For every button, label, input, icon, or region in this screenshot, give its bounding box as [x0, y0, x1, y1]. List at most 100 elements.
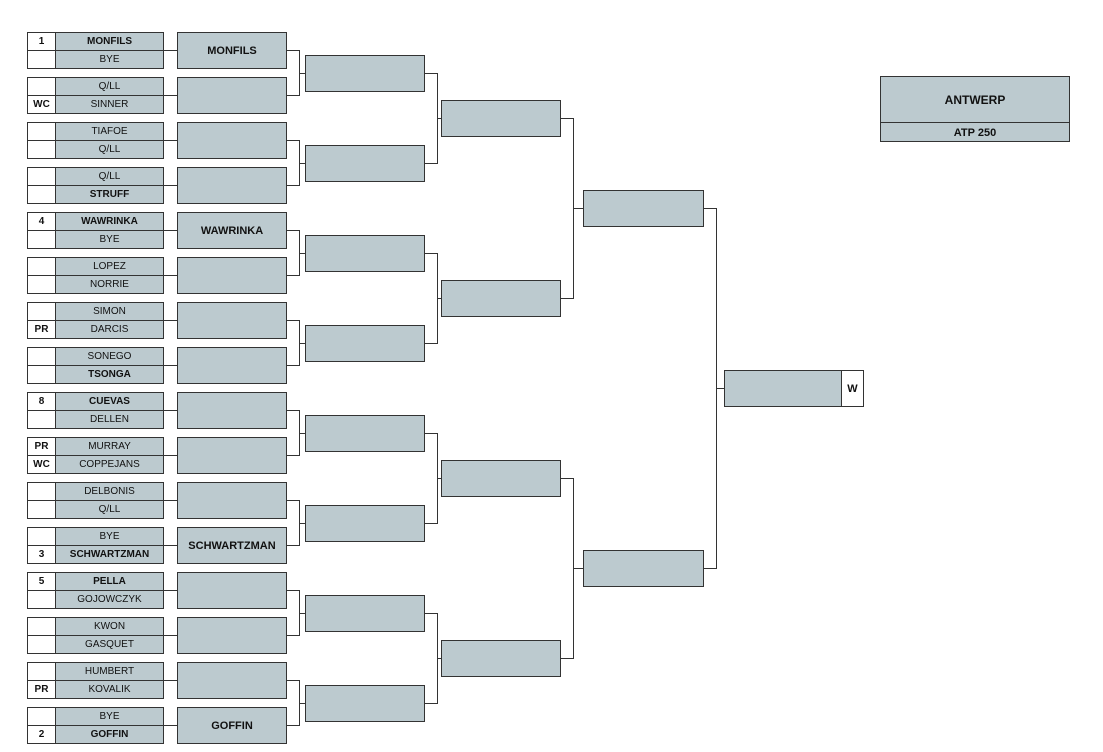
round-1-slot: SCHWARTZMAN	[177, 527, 287, 564]
round-3-slot	[441, 460, 561, 497]
player-name: Q/LL	[55, 140, 164, 159]
connector-line	[299, 73, 305, 74]
seed-cell: 4	[27, 212, 56, 231]
connector-line	[425, 73, 438, 74]
round-1-slot	[177, 122, 287, 159]
seed-cell	[27, 662, 56, 681]
player-name: PELLA	[55, 572, 164, 591]
connector-line	[299, 343, 305, 344]
connector-line	[704, 208, 717, 209]
round-2-slot	[305, 55, 425, 92]
round-1-slot	[177, 662, 287, 699]
connector-line	[287, 320, 300, 321]
round-1-slot	[177, 347, 287, 384]
player-name: Q/LL	[55, 167, 164, 186]
seed-cell	[27, 527, 56, 546]
connector-line	[287, 455, 300, 456]
connector-line	[299, 163, 305, 164]
player-name: BYE	[55, 230, 164, 249]
connector-line	[425, 613, 438, 614]
round-2-slot	[305, 505, 425, 542]
player-name: Q/LL	[55, 77, 164, 96]
winner-label: W	[841, 370, 864, 407]
round-1-slot	[177, 257, 287, 294]
round-3-slot	[441, 640, 561, 677]
seed-cell: PR	[27, 320, 56, 339]
seed-cell	[27, 230, 56, 249]
seed-cell	[27, 617, 56, 636]
connector-line	[561, 298, 574, 299]
connector-line	[164, 185, 177, 186]
connector-line	[287, 50, 300, 51]
connector-line	[287, 140, 300, 141]
seed-cell	[27, 167, 56, 186]
seed-cell	[27, 500, 56, 519]
seed-cell	[27, 707, 56, 726]
round-1-slot	[177, 482, 287, 519]
connector-line	[287, 545, 300, 546]
seed-cell	[27, 410, 56, 429]
player-name: NORRIE	[55, 275, 164, 294]
round-2-slot	[305, 235, 425, 272]
round-3-slot	[441, 280, 561, 317]
connector-line	[425, 523, 438, 524]
connector-line	[164, 635, 177, 636]
seed-cell: WC	[27, 95, 56, 114]
connector-line	[164, 320, 177, 321]
connector-line	[287, 680, 300, 681]
seed-cell	[27, 482, 56, 501]
connector-line	[164, 140, 177, 141]
round-1-slot	[177, 437, 287, 474]
player-name: BYE	[55, 50, 164, 69]
connector-line	[425, 703, 438, 704]
round-4-slot	[583, 550, 704, 587]
connector-line	[287, 410, 300, 411]
connector-line	[425, 343, 438, 344]
player-name: DARCIS	[55, 320, 164, 339]
seed-cell: WC	[27, 455, 56, 474]
seed-cell	[27, 257, 56, 276]
tournament-title-box: ANTWERP ATP 250	[880, 76, 1070, 142]
connector-line	[437, 118, 441, 119]
player-name: WAWRINKA	[55, 212, 164, 231]
player-name: CUEVAS	[55, 392, 164, 411]
connector-line	[164, 50, 177, 51]
seed-cell: 2	[27, 725, 56, 744]
connector-line	[437, 298, 441, 299]
player-name: STRUFF	[55, 185, 164, 204]
connector-line	[299, 253, 305, 254]
connector-line	[425, 163, 438, 164]
seed-cell	[27, 365, 56, 384]
round-1-slot: WAWRINKA	[177, 212, 287, 249]
connector-line	[164, 365, 177, 366]
seed-cell: 8	[27, 392, 56, 411]
connector-line	[425, 253, 438, 254]
connector-line	[164, 455, 177, 456]
connector-line	[287, 95, 300, 96]
seed-cell	[27, 50, 56, 69]
connector-line	[164, 680, 177, 681]
seed-cell: PR	[27, 680, 56, 699]
player-name: TSONGA	[55, 365, 164, 384]
round-2-slot	[305, 325, 425, 362]
player-name: BYE	[55, 707, 164, 726]
seed-cell	[27, 122, 56, 141]
seed-cell: 5	[27, 572, 56, 591]
round-1-slot	[177, 392, 287, 429]
connector-line	[437, 478, 441, 479]
connector-line	[164, 590, 177, 591]
connector-line	[287, 500, 300, 501]
connector-line	[299, 613, 305, 614]
seed-cell	[27, 590, 56, 609]
player-name: SONEGO	[55, 347, 164, 366]
connector-line	[287, 590, 300, 591]
round-1-slot	[177, 77, 287, 114]
round-4-slot	[583, 190, 704, 227]
player-name: COPPEJANS	[55, 455, 164, 474]
connector-line	[287, 185, 300, 186]
connector-line	[299, 703, 305, 704]
player-name: KWON	[55, 617, 164, 636]
seed-cell	[27, 77, 56, 96]
connector-line	[299, 433, 305, 434]
